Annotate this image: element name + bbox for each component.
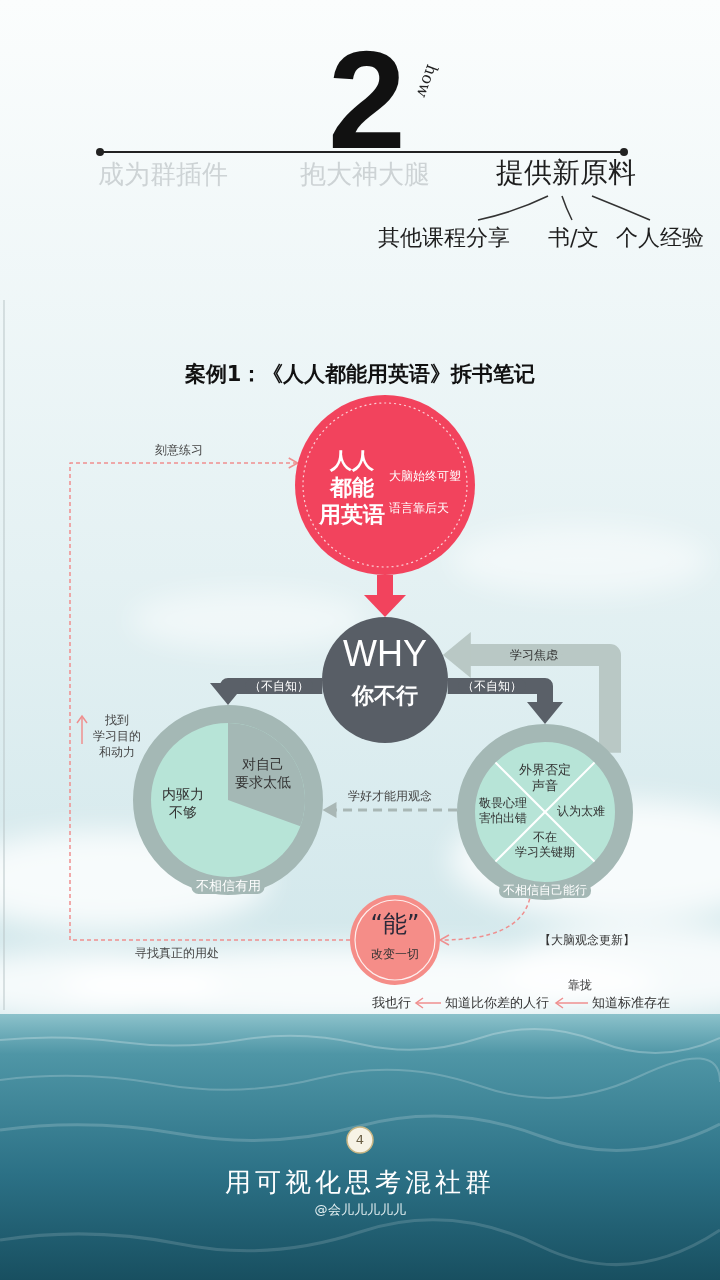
quadrant-text: 不在 学习关键期 [513, 830, 577, 860]
arrowhead [210, 683, 246, 705]
ring-label: 不相信有用 [192, 878, 265, 894]
waves [0, 1029, 720, 1265]
ring-circle [142, 714, 314, 886]
circle-heading: WHY [343, 633, 427, 675]
circle-note: 语言靠后天 [389, 501, 449, 516]
footer-title: 用可视化思考混社群 [225, 1166, 495, 1198]
arrowhead [322, 802, 336, 818]
shape-outline [350, 895, 440, 985]
quadrant-text: 认为太难 [557, 804, 605, 819]
segment-text: 对自己 要求太低 [233, 755, 293, 791]
circle-text: 改变一切 [371, 947, 419, 962]
edge-label: 学习焦虑 [506, 648, 562, 663]
page-number-badge: 4 [346, 1126, 374, 1154]
sub-branch: 个人经验 [616, 224, 704, 252]
circle-heading: 人人 都能 用英语 [317, 447, 387, 528]
result-circle: “能” 改变一切 [350, 895, 440, 985]
circle-text: 你不行 [352, 683, 418, 709]
edge-label: 【大脑观念更新】 [539, 933, 635, 948]
chain-line [556, 1002, 588, 1004]
sub-branch: 书/文 [548, 224, 599, 252]
page-number: 4 [356, 1132, 364, 1148]
sea [0, 1014, 720, 1280]
diagram-title: 案例1：《人人都能用英语》拆书笔记 [185, 360, 536, 388]
connector-line [441, 899, 530, 940]
connector-line [334, 809, 457, 812]
circle-fill [295, 395, 475, 575]
circle-inner-ring [303, 403, 467, 567]
quadrant-text: 敬畏心理 害怕出错 [478, 796, 528, 826]
shape-outline [133, 705, 323, 895]
connector [322, 802, 457, 818]
cloud [0, 950, 220, 1020]
arrowhead [289, 458, 298, 468]
question-circle: WHY 你不行 [322, 617, 448, 743]
hint-line [81, 716, 83, 744]
flow-note: 我也行 [372, 995, 411, 1011]
edge-label: （不自知） [458, 679, 526, 693]
arrowhead [77, 716, 87, 723]
flow-note: 知道标准存在 [592, 995, 670, 1011]
edge-label: （不自知） [245, 679, 313, 693]
section-number: 2 [328, 30, 406, 170]
arrowhead [527, 702, 563, 724]
arrowhead [556, 998, 563, 1008]
circle-fill [350, 895, 440, 985]
circle-note: 大脑始终可塑 [389, 469, 461, 484]
cloud [450, 525, 710, 595]
quadrant-text: 外界否定 声音 [517, 762, 573, 794]
connector [364, 575, 406, 617]
clouds [0, 525, 720, 1025]
branch-line [478, 196, 548, 220]
flow-note: 寻找真正的用处 [135, 946, 219, 961]
wave [0, 1058, 720, 1097]
wave [0, 1116, 720, 1150]
branch-line [562, 196, 572, 220]
pie-circle: 内驱力 不够对自己 要求太低不相信有用 [133, 705, 323, 895]
branch-option: 提供新原料 [496, 156, 636, 190]
branch-lines [478, 196, 650, 220]
ring-circle [466, 733, 624, 891]
shape-outline [295, 395, 475, 575]
chain-line [416, 1002, 441, 1004]
edge-label: 学好才能用观念 [348, 789, 432, 804]
connector [440, 899, 530, 945]
sub-branch: 其他课程分享 [378, 224, 510, 252]
title-circle: 人人 都能 用英语大脑始终可塑语言靠后天 [295, 395, 475, 575]
circle-heading: “能” [371, 909, 420, 939]
branch-line [592, 196, 650, 220]
pie-wedge [228, 723, 305, 826]
cloud [130, 590, 370, 650]
wave [0, 1220, 720, 1265]
flow-note: 刻意练习 [155, 443, 203, 458]
arrowhead [416, 998, 423, 1008]
branch-option: 成为群插件 [98, 158, 228, 190]
flow-note: 找到 学习目的 和动力 [92, 712, 142, 760]
arrowhead [364, 595, 406, 617]
circle-fill [322, 617, 448, 743]
footer-author: @会儿儿儿儿儿 [315, 1202, 406, 1218]
wave [0, 1029, 720, 1053]
timeline-dot [96, 148, 104, 156]
branch-option: 抱大神大腿 [300, 158, 430, 190]
segment-text: 内驱力 不够 [159, 785, 207, 821]
flow-note: 靠拢 [568, 978, 592, 993]
margin-rule [4, 300, 5, 1010]
quadrant-circle: 外界否定 声音敬畏心理 害怕出错 认为太难不在 学习关键期不相信自己能行 [457, 724, 633, 900]
arrowhead [440, 935, 449, 945]
ring-label: 不相信自己能行 [499, 883, 591, 898]
badge-circle [347, 1127, 373, 1153]
circle-inner-ring [355, 900, 435, 980]
connector-line [70, 463, 350, 940]
flow-note: 知道比你差的人行 [445, 995, 549, 1011]
timeline-dot [620, 148, 628, 156]
